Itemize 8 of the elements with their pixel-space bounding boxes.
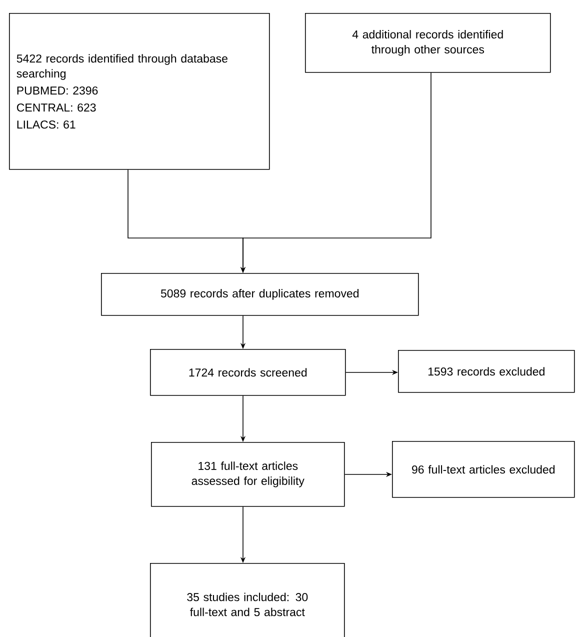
process-box: 1724 records screened xyxy=(150,349,346,396)
process-box: 131 full-text articles assessed for eligibility xyxy=(151,442,345,507)
process-box: 5422 records identified through database searching PUBMED: 2396 CENTRAL: 623 LILACS: 61 xyxy=(9,13,270,170)
process-box: 35 studies included: 30 full-text and 5 abstract xyxy=(150,563,345,637)
process-box: 5089 records after duplicates removed xyxy=(101,273,419,316)
process-box: 96 full-text articles excluded xyxy=(392,441,575,498)
process-box: 1593 records excluded xyxy=(398,350,575,393)
process-box: 4 additional records identified through other sources xyxy=(305,13,551,73)
